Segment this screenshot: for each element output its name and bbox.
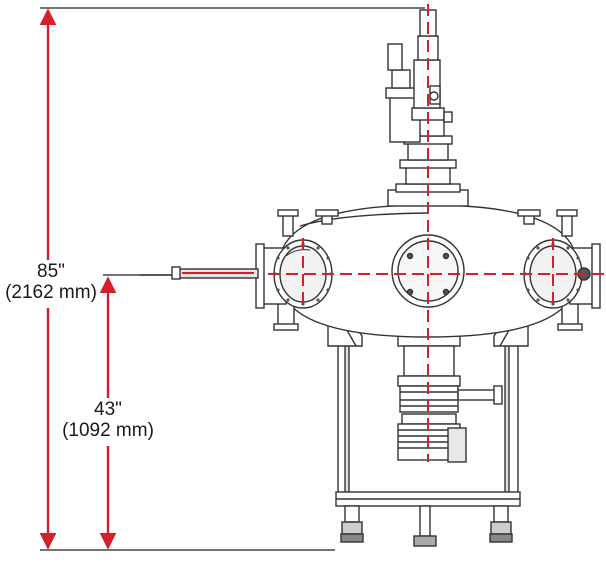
dimension-arrows	[39, 8, 117, 550]
linear-translator	[140, 266, 259, 280]
port-height-label: 43" (1092 mm)	[56, 399, 160, 441]
chamber-assembly	[140, 9, 601, 547]
support-frame	[335, 329, 521, 547]
manipulator-stack	[385, 9, 457, 185]
turbo-pump	[397, 331, 503, 463]
top-stubs	[273, 209, 583, 331]
port-height-imperial: 43"	[94, 399, 122, 420]
total-height-imperial: 85"	[37, 261, 65, 282]
centerlines	[268, 4, 604, 462]
total-height-metric: (2162 mm)	[5, 281, 97, 303]
total-height-label: 85" (2162 mm)	[0, 261, 102, 303]
port-height-metric: (1092 mm)	[62, 419, 154, 441]
